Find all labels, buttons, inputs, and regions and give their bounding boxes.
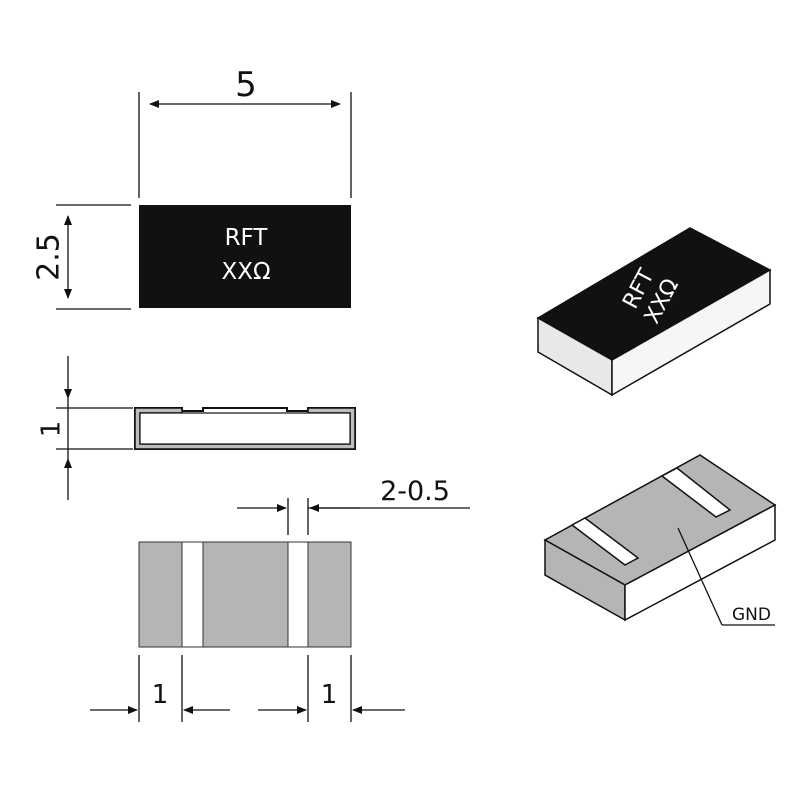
bottom-slot-right [287,541,309,648]
width-dimension-label: 2.5 [32,233,67,281]
top-marking-line1: RFT [225,225,269,251]
isometric-top-view: RFT XXΩ [536,227,772,397]
gnd-leader-line [677,527,723,626]
top-marking-line2: XXΩ [221,259,270,285]
length-dimension-label: 5 [235,65,257,105]
gnd-callout-label: GND [732,605,771,625]
top-view: 5 2.5 RFT XXΩ [32,65,352,310]
iso-bottom-stripe-right [660,467,732,518]
right-pad-dimension-label: 1 [321,680,338,710]
side-view: 1 [37,356,356,500]
iso-bottom-stripe-left [570,517,640,566]
isometric-bottom-view: GND [543,454,777,626]
slot-dimension-label: 2-0.5 [380,476,450,507]
bottom-view: 2-0.5 1 1 [90,476,470,722]
height-dimension-label: 1 [37,421,67,438]
bottom-view-body [138,541,352,648]
left-pad-dimension-label: 1 [152,680,169,710]
resistor-top-body [139,205,351,308]
bottom-slot-left [181,541,204,648]
iso-right-face [611,268,771,397]
iso-bottom-right-face [624,503,776,622]
